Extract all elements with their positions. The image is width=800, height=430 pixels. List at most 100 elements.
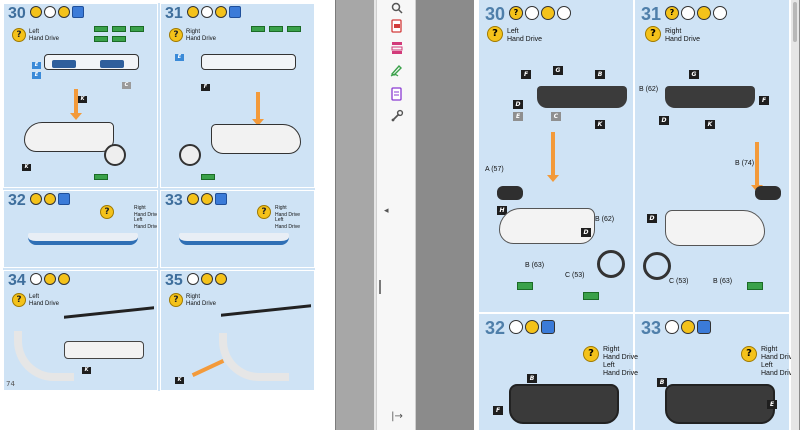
- left-page: 30 ? Left Hand Drive: [0, 0, 336, 430]
- side-skirt-drawing: [219, 333, 289, 381]
- panel-divider: [633, 312, 635, 430]
- vertical-scrollbar[interactable]: [791, 0, 799, 430]
- part-tag: D: [647, 214, 657, 223]
- spoiler-part-drawing: [64, 306, 154, 328]
- edit-pdf-icon[interactable]: [389, 86, 405, 102]
- part-tag: B: [595, 70, 605, 79]
- steering-wheel-drawing: [597, 250, 625, 278]
- callout-label: B (62): [639, 86, 659, 93]
- paint-blue-icon: [697, 320, 711, 334]
- part-tag: C: [551, 112, 561, 121]
- side-skirt-drawing: [14, 331, 74, 381]
- dashboard-part-drawing: [665, 86, 755, 108]
- step-number: 30: [8, 5, 26, 22]
- part-tag: G: [553, 66, 563, 75]
- body-part-drawing: [665, 210, 765, 246]
- option-label: Right Hand Drive: [603, 346, 639, 361]
- option-label: Left Hand Drive: [29, 294, 60, 307]
- dashboard-part-drawing: [537, 86, 627, 108]
- glue-icon: [697, 6, 711, 20]
- part-tag: E: [175, 54, 184, 61]
- step-30-panel: 30 ? Left Hand Drive: [3, 3, 158, 188]
- left-document-pane[interactable]: 30 ? Left Hand Drive: [0, 0, 376, 430]
- part-tag: E: [32, 72, 41, 79]
- left-page-content: 30 ? Left Hand Drive: [3, 3, 315, 391]
- spoiler-part-drawing: [221, 304, 311, 326]
- paint-code-tag: [94, 174, 108, 180]
- option-question-icon: ?: [12, 293, 26, 307]
- paint-code-tag: [747, 282, 763, 290]
- option-question-icon: ?: [487, 26, 503, 42]
- paint-code-tag: [287, 26, 301, 32]
- part-tag: E: [32, 62, 41, 69]
- option-label: Left Hand Drive: [507, 28, 543, 43]
- tools-sidebar: |→: [376, 0, 416, 430]
- part-tag: G: [689, 70, 699, 79]
- dashboard-blue-panel: [52, 60, 76, 68]
- option-question-icon: ?: [100, 205, 114, 219]
- glue-icon: [30, 6, 42, 18]
- paint-icon: [509, 320, 523, 334]
- paint-blue-icon: [215, 193, 227, 205]
- part-tag: E: [767, 400, 777, 409]
- step-31-number: 31: [641, 4, 662, 24]
- step-number: 32: [8, 192, 26, 209]
- decal-icon: [44, 193, 56, 205]
- decal-icon: [215, 273, 227, 285]
- collapse-left-icon[interactable]: ◂: [384, 206, 389, 216]
- door-panel-drawing: [509, 384, 619, 424]
- step-badges: [30, 273, 70, 285]
- door-panel-drawing: [28, 233, 138, 245]
- step-32-panel: 32 ? Right Hand Drive Left Hand Drive: [3, 190, 158, 268]
- callout-label: B (62): [595, 216, 615, 223]
- paint-blue-icon: [541, 320, 555, 334]
- part-tag: D: [659, 116, 669, 125]
- decal-icon: [557, 6, 571, 20]
- callout-label: B (74): [735, 160, 755, 167]
- paint-code-tag: [94, 26, 108, 32]
- body-part-drawing: [24, 122, 114, 152]
- export-pdf-icon[interactable]: [389, 18, 405, 34]
- scrollbar-thumb[interactable]: [793, 2, 797, 42]
- pane-resize-handle[interactable]: [379, 280, 381, 294]
- step-badges: [187, 6, 241, 18]
- option-label: Left Hand Drive: [134, 217, 158, 230]
- option-label: Left Hand Drive: [29, 29, 60, 42]
- option-label: Left Hand Drive: [761, 362, 797, 377]
- part-tag: F: [759, 96, 769, 105]
- zoom-icon[interactable]: [389, 0, 405, 16]
- paint-icon: [525, 6, 539, 20]
- paint-code-tag: [251, 26, 265, 32]
- part-tag: C: [122, 82, 131, 89]
- part-tag: K: [22, 164, 31, 171]
- fill-sign-icon[interactable]: [389, 62, 405, 78]
- paint-icon: [665, 320, 679, 334]
- option-question-icon: ?: [12, 28, 26, 42]
- part-tag: K: [595, 120, 605, 129]
- step-number: 34: [8, 272, 26, 289]
- expand-panel-icon[interactable]: |→: [391, 410, 403, 422]
- option-label: Right Hand Drive: [186, 294, 217, 307]
- paint-icon: [681, 6, 695, 20]
- callout-label: C (53): [565, 272, 585, 279]
- option-label: Right Hand Drive: [186, 29, 217, 42]
- option-question-icon: ?: [257, 205, 271, 219]
- step-badges: [30, 193, 70, 205]
- organize-pages-icon[interactable]: [389, 40, 405, 56]
- part-tag: K: [175, 377, 184, 384]
- paint-icon: [187, 273, 199, 285]
- callout-label: B (63): [525, 262, 545, 269]
- step-35-panel: 35 ? Right Hand Drive K: [160, 270, 315, 391]
- option-question-icon: ?: [169, 28, 183, 42]
- panel-divider: [633, 0, 635, 312]
- tools-icon[interactable]: [389, 108, 405, 124]
- step-number: 35: [165, 272, 183, 289]
- part-tag: H: [497, 206, 507, 215]
- decal-icon: [201, 193, 213, 205]
- right-document-pane[interactable]: 30 ? ? Left Hand Drive F G B D E C K A (…: [416, 0, 800, 430]
- step-33-panel: 33 ? Right Hand Drive Left Hand Drive: [160, 190, 315, 268]
- side-skirt-drawing: [64, 341, 144, 359]
- option-label: Left Hand Drive: [275, 217, 301, 230]
- assembly-arrow: [252, 92, 264, 126]
